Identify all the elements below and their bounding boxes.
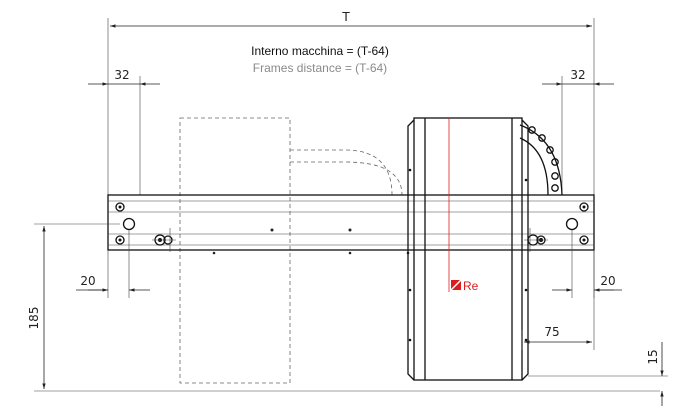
cable-chain [519,124,563,196]
dimension-right-small-label: 20 [600,274,615,288]
dimension-height: 185 [27,223,660,392]
dimension-left-small: 20 [76,230,150,298]
dimension-left-small-label: 20 [80,274,95,288]
brand-logo-text: Re [463,279,479,293]
dimension-left-offset-label: 32 [114,68,129,82]
dimension-right-offset: 32 [542,68,614,195]
dimension-bottom-small: 15 [528,342,668,406]
dimension-bottom-small-label: 15 [646,349,660,364]
dimension-overall-label: T [341,10,350,24]
dimension-left-offset: 32 [88,68,160,195]
carriage [407,117,529,381]
dimension-right-mid: 75 [521,250,595,350]
knob-left [152,228,176,252]
dimension-height-label: 185 [27,307,41,330]
dimension-right-mid-label: 75 [544,325,559,339]
brand-logo: Re [450,279,479,293]
main-beam [107,194,595,255]
note-frames: Frames distance = (T-64) [253,61,387,75]
dimension-right-offset-label: 32 [570,68,585,82]
dimension-right-small: 20 [552,230,622,298]
beam-bolt [115,202,589,245]
dimension-overall: T [107,10,595,195]
note-internal: Interno macchina = (T-64) [251,44,389,58]
